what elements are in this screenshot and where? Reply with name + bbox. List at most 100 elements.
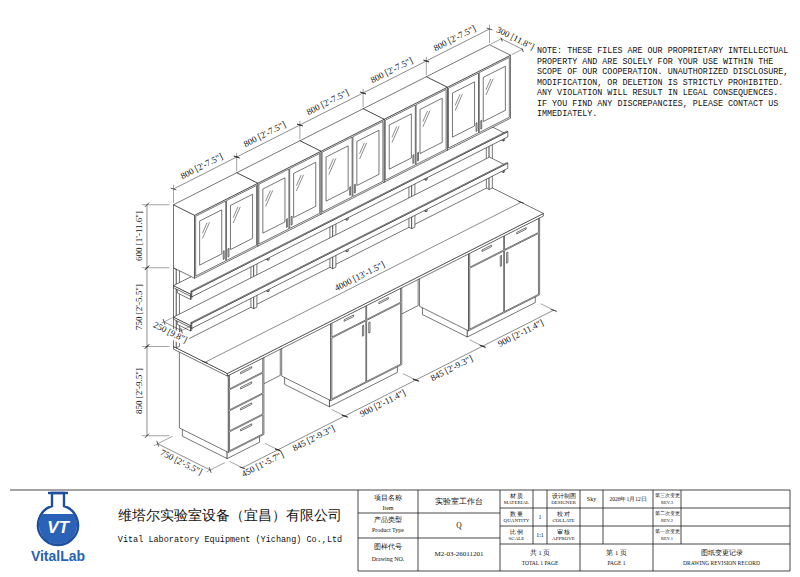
glass-pane [452,82,474,137]
dimension-tick [234,156,240,158]
title-cell: 数 量 [510,510,523,516]
title-cell: REV.1 [661,537,673,542]
glass-hatch [423,111,428,122]
title-cell: APPROVE [552,536,575,542]
cabinet-door [367,303,401,381]
dimension-tick [480,345,486,347]
glass-door [479,57,509,132]
drawer-handle [241,424,252,431]
glass-pane [263,178,285,233]
title-cell: COLLATE [552,518,574,524]
door-handle [369,322,370,333]
dimension-label: 300 [11.8"] [493,25,536,53]
dimension-label: 750 [2'-5.5"] [135,283,145,331]
title-cell: 第二次变更 [655,511,680,517]
title-cell: 材 质 [510,492,523,498]
glass-hatch [296,175,301,186]
dimension-label: 600 [1'-11.6"] [135,210,145,262]
shelf-rail [191,131,508,291]
dimension-label: 250 [9.8"] [150,319,189,345]
extension-line [142,204,170,205]
dimension-tick [145,266,149,270]
table-rule [580,490,581,544]
title-cell: SCALE [509,536,525,542]
wall-cabinet [174,205,195,279]
dimension-tick [423,60,429,62]
glass-hatch [266,191,271,202]
extension-line [489,25,490,43]
dimension-tick [145,434,149,438]
title-cell: MATERIAL [504,500,529,506]
dimension-tick [487,28,493,30]
extension-line [403,374,419,382]
extension-line [363,89,364,107]
title-cell: 共 1 页 [530,549,551,556]
drawer-front [230,415,263,451]
logo-flask-outline [38,493,78,545]
extension-line [470,340,486,348]
title-cell: Product Type [372,527,404,534]
glass-hatch [329,158,336,174]
glass-door [353,121,383,196]
glass-door [290,153,320,228]
title-cell: Sky [587,496,596,503]
table-rule [500,490,501,571]
table-rule [10,490,790,491]
company-name: 维塔尔实验室设备（宜昌）有限公司 [118,509,342,524]
dimension-label: 800 [2'-7.5"] [368,56,415,86]
glass-door [196,201,226,276]
door-handle [286,219,288,228]
title-cell: Item [383,504,394,511]
logo-wordmark: VitalLab [31,549,85,564]
extension-line [173,185,174,203]
table-rule [500,508,790,509]
dimension-tick [518,201,524,203]
table-rule [533,490,534,544]
title-cell: 审 核 [557,528,570,534]
glass-pane [483,66,505,121]
glass-hatch [360,143,367,159]
dimension-line [147,268,148,347]
dimension-tick [360,92,366,94]
extension-line [161,318,173,324]
glass-door [448,73,478,148]
cabinet-door [332,321,366,399]
cabinet-door [504,233,538,311]
glass-door [322,137,352,212]
table-rule [358,538,500,539]
dimension-label: 900 [2'-11.4"] [496,318,547,350]
dimension-tick [297,124,303,126]
glass-hatch [202,222,209,238]
extension-line [332,410,348,418]
table-rule [500,526,790,527]
table-rule [603,490,604,544]
dimension-label: 800 [2'-7.5"] [431,24,478,54]
title-cell: 1:1 [536,532,544,539]
glass-pane [326,146,348,201]
dimension-label: 845 [2'-9.3"] [291,424,338,454]
glass-hatch [360,143,365,154]
title-cell: 2026年1月12日 [609,496,646,502]
extension-line [178,326,190,332]
drawer-handle [241,382,252,389]
extension-line [142,346,170,347]
dimension-label: 800 [2'-7.5"] [178,152,225,182]
title-cell: 第三次变更 [655,493,680,499]
extension-line [154,436,173,445]
shelf-board [174,126,508,295]
title-cell: DRAWING REVISION RECORD [683,560,760,566]
title-cell: REV.2 [661,519,673,524]
dimension-tick [342,415,348,417]
title-cell: 第一次变更 [655,529,680,535]
extension-line [142,435,170,436]
glass-hatch [423,111,430,127]
company-name: Vital Laboratory Equipment (Yichang) Co.… [118,536,342,545]
logo-flask-lip [48,492,68,494]
glass-hatch [202,223,207,234]
dimension-tick [234,156,240,158]
table-rule [681,490,682,544]
dimension-tick [145,344,149,348]
door-handle [227,248,229,257]
glass-pane [420,98,442,153]
dimension-label: 4000 [13'-1.5"] [333,260,388,294]
